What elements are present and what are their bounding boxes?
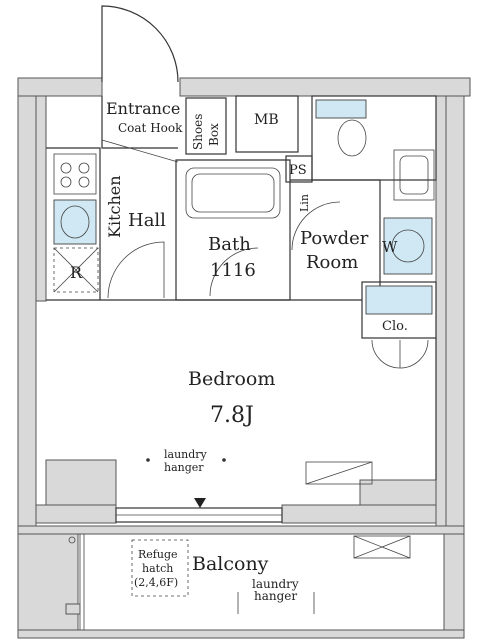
refuge-hatch-label-1: Refuge <box>138 548 178 561</box>
refuge-hatch-label-3: (2,4,6F) <box>134 576 178 589</box>
bedroom-openings <box>115 458 373 523</box>
bath-label: Bath <box>208 234 251 255</box>
entrance-label: Entrance <box>106 99 180 118</box>
balcony-laundry-label-2: hanger <box>254 589 297 603</box>
hall-label: Hall <box>128 210 166 231</box>
washroom-fixtures <box>315 99 435 369</box>
kitchen-fixtures <box>53 153 99 293</box>
closet-label: Clo. <box>382 319 408 334</box>
laundry-hanger-label-1: laundry <box>164 448 208 461</box>
refrigerator-label: R <box>70 263 83 282</box>
room-labels: Entrance Coat Hook Shoes Box MB PS Lin K… <box>70 99 408 603</box>
bathtub <box>185 167 281 219</box>
powder-room-label-1: Powder <box>300 228 369 249</box>
mb-label: MB <box>254 112 279 128</box>
balcony-details <box>65 534 411 630</box>
kitchen-label: Kitchen <box>105 175 124 238</box>
entry-marker-icon <box>194 498 206 508</box>
shoes-box-label-2: Box <box>207 123 221 146</box>
interior-walls <box>46 95 437 480</box>
balcony-laundry-label-1: laundry <box>252 577 299 591</box>
coat-hook-label: Coat Hook <box>118 121 183 135</box>
bath-size-label: 1116 <box>210 260 256 281</box>
laundry-hanger-label-2: hanger <box>164 461 204 474</box>
powder-room-label-2: Room <box>306 252 358 273</box>
hall-doors <box>107 201 341 299</box>
lin-label: Lin <box>298 194 311 212</box>
bedroom-label: Bedroom <box>188 368 275 390</box>
shoes-box-label-1: Shoes <box>191 114 205 150</box>
washer-label: W <box>382 238 398 256</box>
balcony-label: Balcony <box>192 553 269 575</box>
bedroom-size-label: 7.8J <box>210 403 254 428</box>
refuge-hatch-label-2: hatch <box>142 562 173 575</box>
exterior-walls <box>17 77 471 639</box>
entrance-door <box>101 5 179 83</box>
ps-label: PS <box>289 163 307 178</box>
